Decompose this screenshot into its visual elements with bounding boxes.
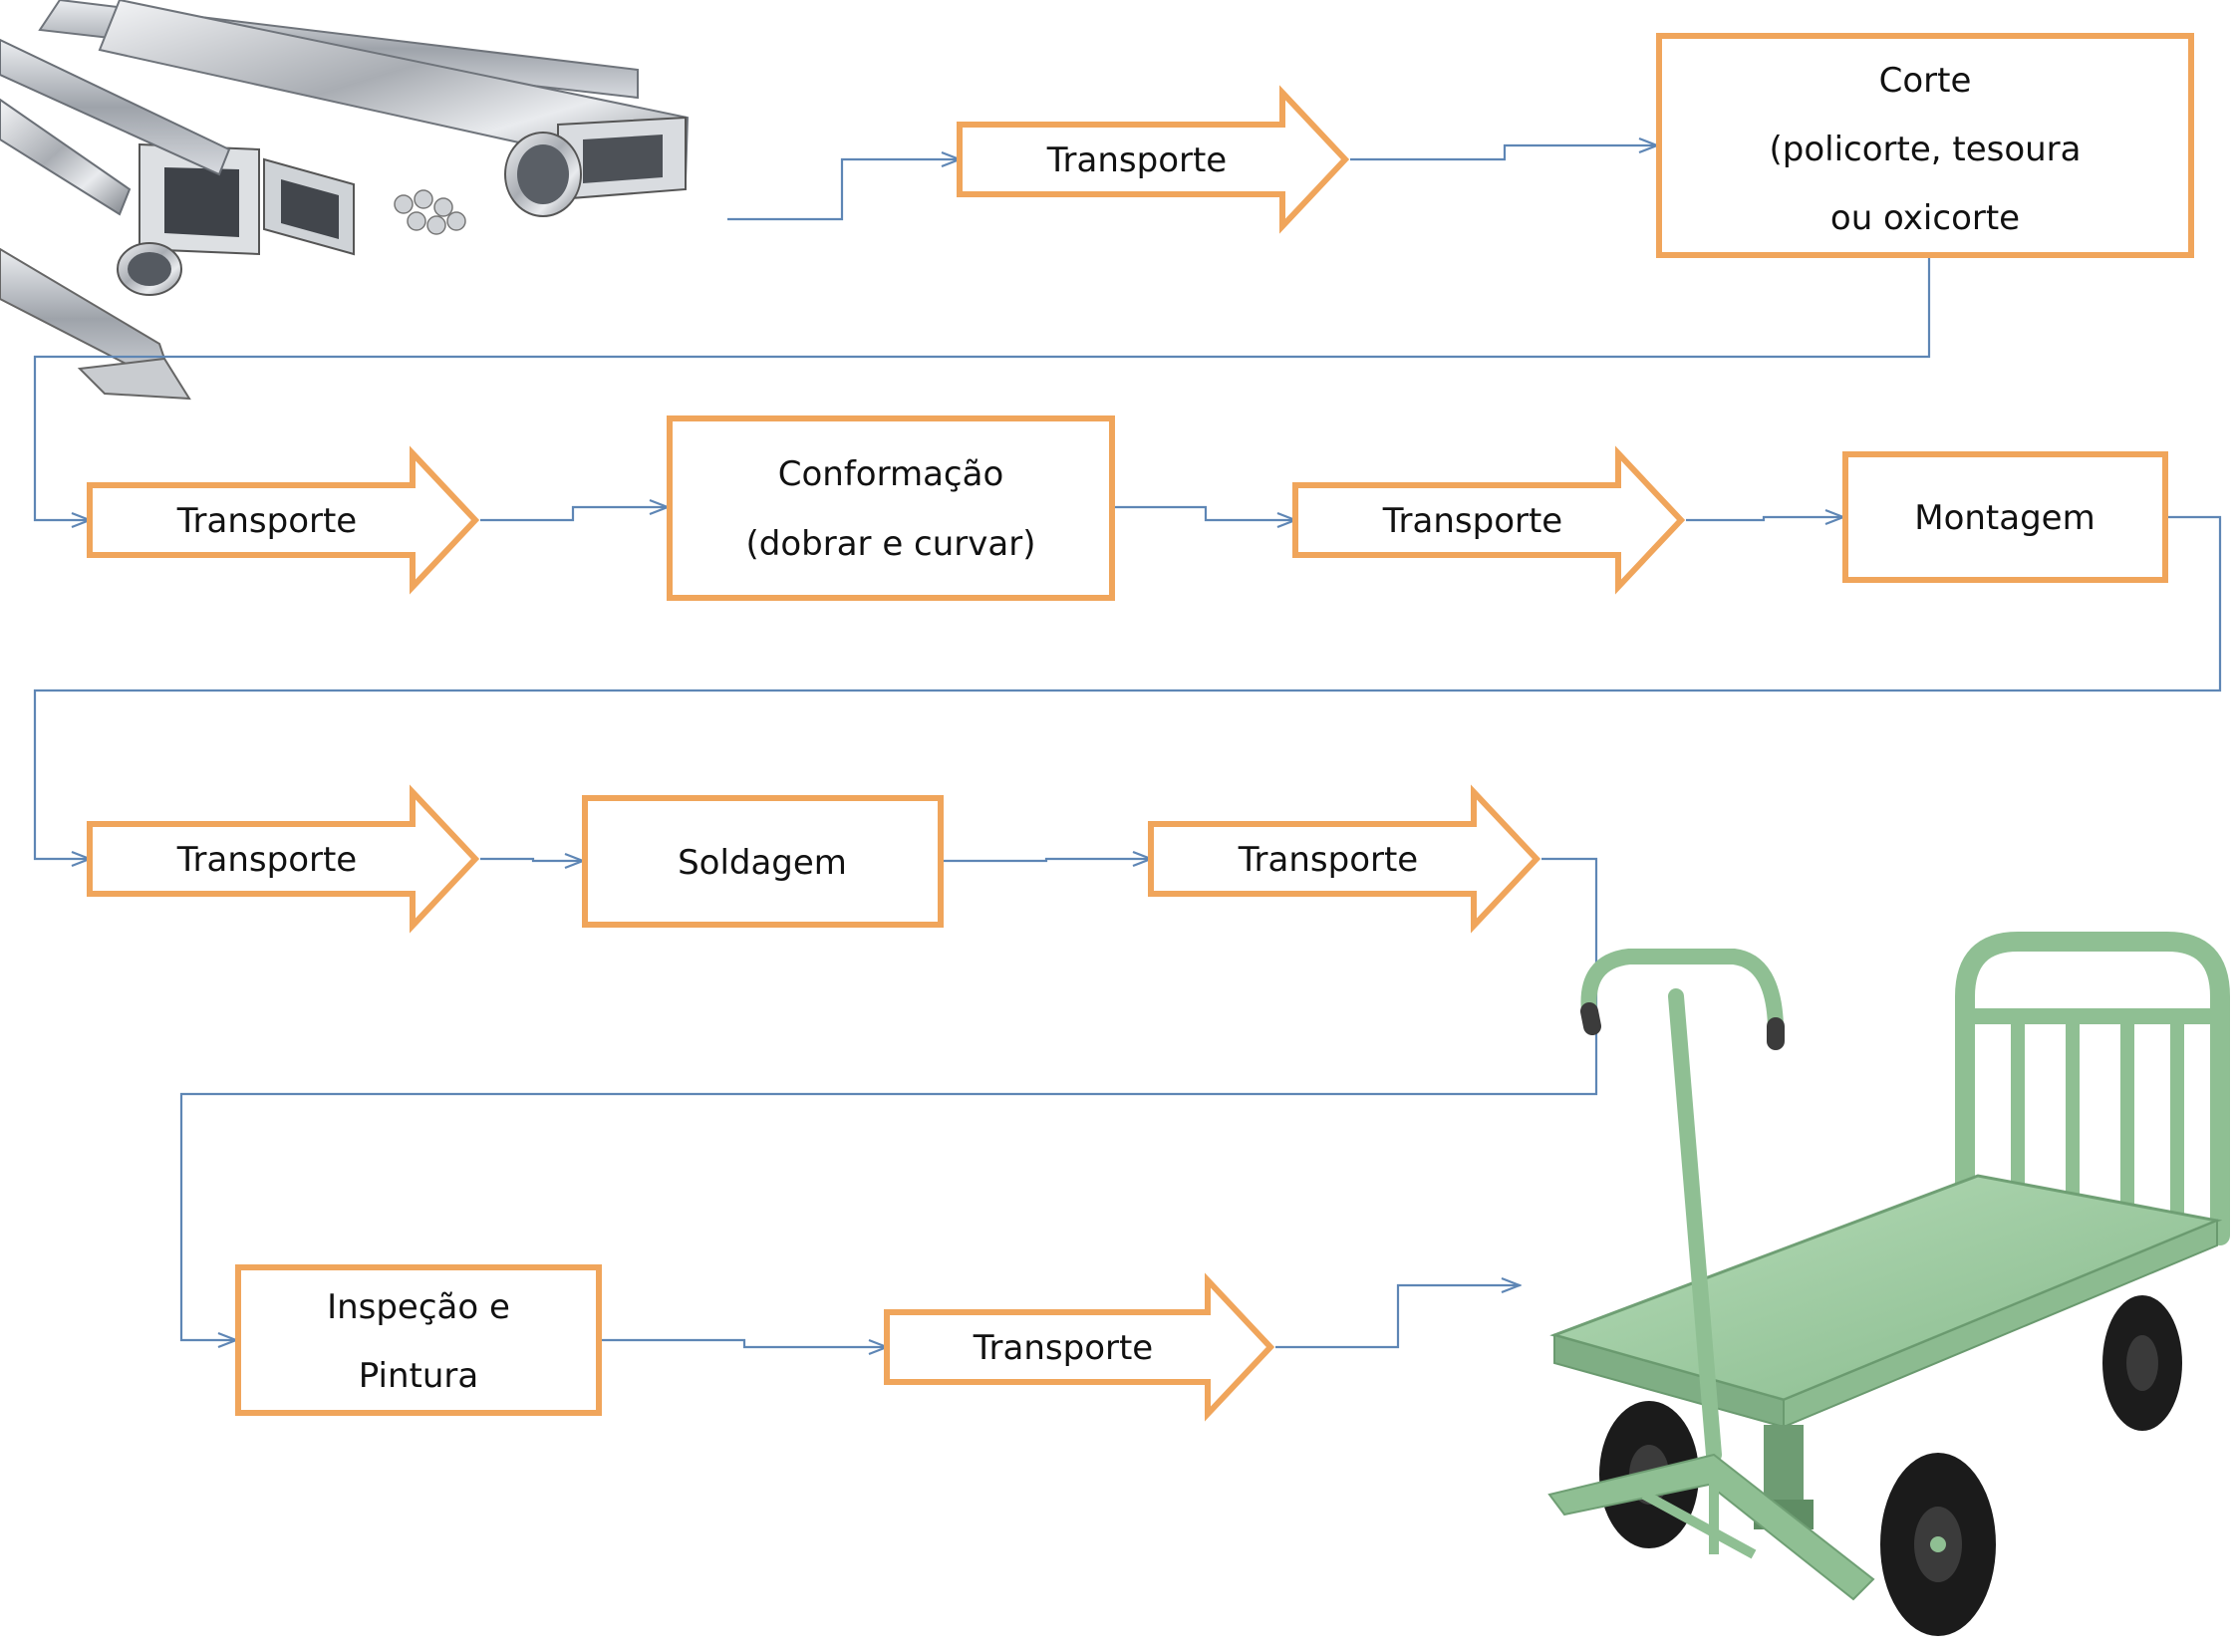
cut-detail-line-1: (policorte, tesoura: [1769, 130, 2081, 169]
transport-arrow-4: Transporte: [87, 784, 480, 934]
transport-label: Transporte: [1046, 140, 1227, 180]
transport-label: Transporte: [1382, 501, 1562, 541]
cut-detail-line-2: ou oxicorte: [1830, 198, 2020, 238]
connectors: [33, 145, 2222, 1349]
inspection-line-1: Inspeção e: [327, 1287, 510, 1327]
connector-forming-to-transport-3: [1114, 505, 1295, 520]
transport-arrow-1: Transporte: [957, 85, 1350, 234]
connector-inspection-to-transport-6: [601, 1338, 887, 1347]
inspection-line-2: Pintura: [359, 1356, 478, 1396]
transport-label: Transporte: [973, 1328, 1153, 1368]
connector-transport-1-to-cut: [1350, 145, 1657, 161]
connector-transport-2-to-forming: [480, 507, 668, 522]
cut-box: Corte (policorte, tesoura ou oxicorte: [1656, 33, 2194, 258]
transport-label: Transporte: [1238, 840, 1418, 880]
connector-assembly-to-transport-4: [33, 515, 2222, 859]
connector-transport-4-to-welding: [480, 859, 583, 861]
transport-label: Transporte: [176, 501, 357, 541]
connector-cut-to-transport-2: [33, 257, 1931, 520]
transport-arrow-6: Transporte: [884, 1272, 1275, 1422]
transport-arrow-3: Transporte: [1292, 445, 1686, 595]
assembly-label: Montagem: [1914, 498, 2095, 538]
connector-raw-to-transport-1: [727, 159, 960, 221]
forming-detail: (dobrar e curvar): [746, 524, 1036, 564]
transport-label: Transporte: [176, 840, 357, 880]
raw-material-image: [0, 0, 717, 401]
inspection-box: Inspeção e Pintura: [235, 1264, 602, 1416]
connector-transport-3-to-assembly: [1686, 517, 1843, 520]
connector-transport-5-to-inspection: [179, 857, 1598, 1340]
transport-arrow-2: Transporte: [87, 445, 480, 595]
forming-title: Conformação: [778, 454, 1004, 494]
cut-title: Corte: [1879, 61, 1972, 101]
welding-label: Soldagem: [678, 843, 847, 883]
final-product-image: [1547, 932, 2230, 1636]
welding-box: Soldagem: [582, 795, 944, 928]
assembly-box: Montagem: [1842, 451, 2168, 583]
forming-box: Conformação (dobrar e curvar): [667, 415, 1115, 601]
connector-transport-6-to-product: [1275, 1285, 1520, 1349]
connector-welding-to-transport-5: [943, 859, 1151, 861]
transport-arrow-5: Transporte: [1148, 784, 1541, 934]
